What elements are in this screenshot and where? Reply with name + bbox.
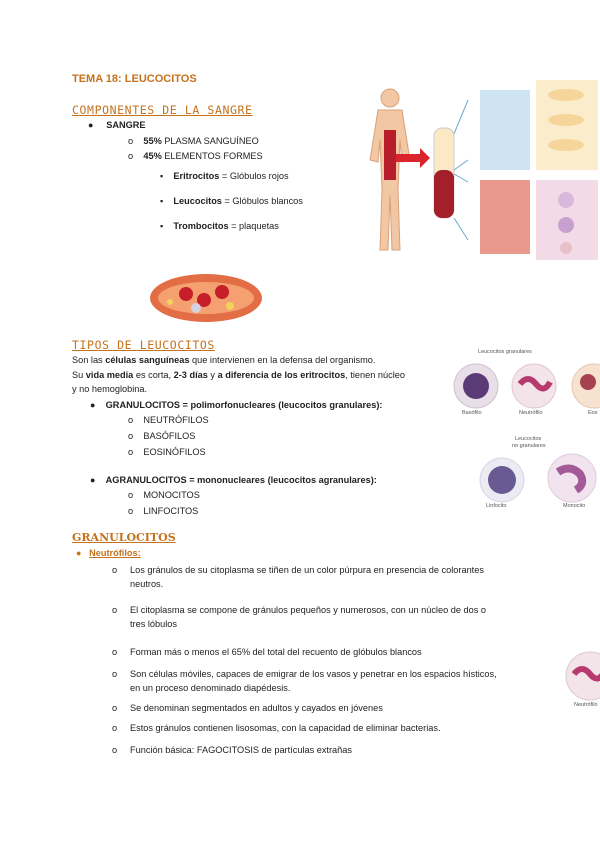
section-heading-granulocitos: GRANULOCITOS [72, 531, 176, 544]
page-title: TEMA 18: LEUCOCITOS [72, 73, 197, 85]
list-item-sangre: ● SANGRE [88, 120, 146, 130]
list-item-eosinofilos: o EOSINÓFILOS [128, 447, 206, 457]
section-heading-componentes: COMPONENTES DE LA SANGRE [72, 103, 253, 117]
caption-gran: Leucocitos granulares [478, 349, 532, 355]
list-item-neutrofilos: o NEUTRÓFILOS [128, 415, 209, 425]
neutrofilo-figure [565, 651, 600, 701]
section-heading-tipos: TIPOS DE LEUCOCITOS [72, 338, 215, 352]
cell-label-basofilo: Basófilo [462, 410, 482, 416]
cell-label-monocito: Monocito [563, 503, 586, 509]
cell-label-linfocito: Linfocito [486, 503, 507, 509]
list-item-plasma: o 55% PLASMA SANGUÍNEO [128, 136, 259, 146]
cell-label-eos: Eos [588, 410, 598, 416]
sub-heading-neutrofilos: ● Neutrófilos: [76, 548, 141, 558]
list-item-monocitos: o MONOCITOS [128, 490, 200, 500]
intro-line-1: Son las células sanguíneas que intervien… [72, 355, 376, 365]
list-item-agranulocitos: ● AGRANULOCITOS = mononucleares (leucoci… [90, 475, 377, 485]
intro-line-2: Su vida media es corta, 2-3 días y a dif… [72, 370, 405, 380]
blood-composition-figure [369, 80, 598, 260]
list-item-elementos: o 45% ELEMENTOS FORMES [128, 151, 263, 161]
list-item-leucocitos: ▪ Leucocitos = Glóbulos blancos [160, 196, 303, 206]
cell-label-neutrofilo-2: Neutrófilo [574, 702, 598, 708]
blood-vessel-figure [150, 274, 262, 322]
cell-label-neutrofilo: Neutrófilo [519, 410, 543, 416]
agranular-cells-figure [479, 453, 597, 503]
caption-agran-1: Leucocitos [515, 436, 542, 442]
list-item-granulocitos: ● GRANULOCITOS = polimorfonucleares (leu… [90, 400, 383, 410]
list-item-trombocitos: ▪ Trombocitos = plaquetas [160, 221, 279, 231]
caption-agran-2: no granulares [512, 443, 546, 449]
list-item-linfocitos: o LINFOCITOS [128, 506, 199, 516]
intro-line-3: y no hemoglobina. [72, 384, 148, 394]
granular-cells-figure [453, 363, 600, 409]
list-item-basofilos: o BASÓFILOS [128, 431, 196, 441]
list-item-eritrocitos: ▪ Eritrocitos = Glóbulos rojos [160, 171, 289, 181]
